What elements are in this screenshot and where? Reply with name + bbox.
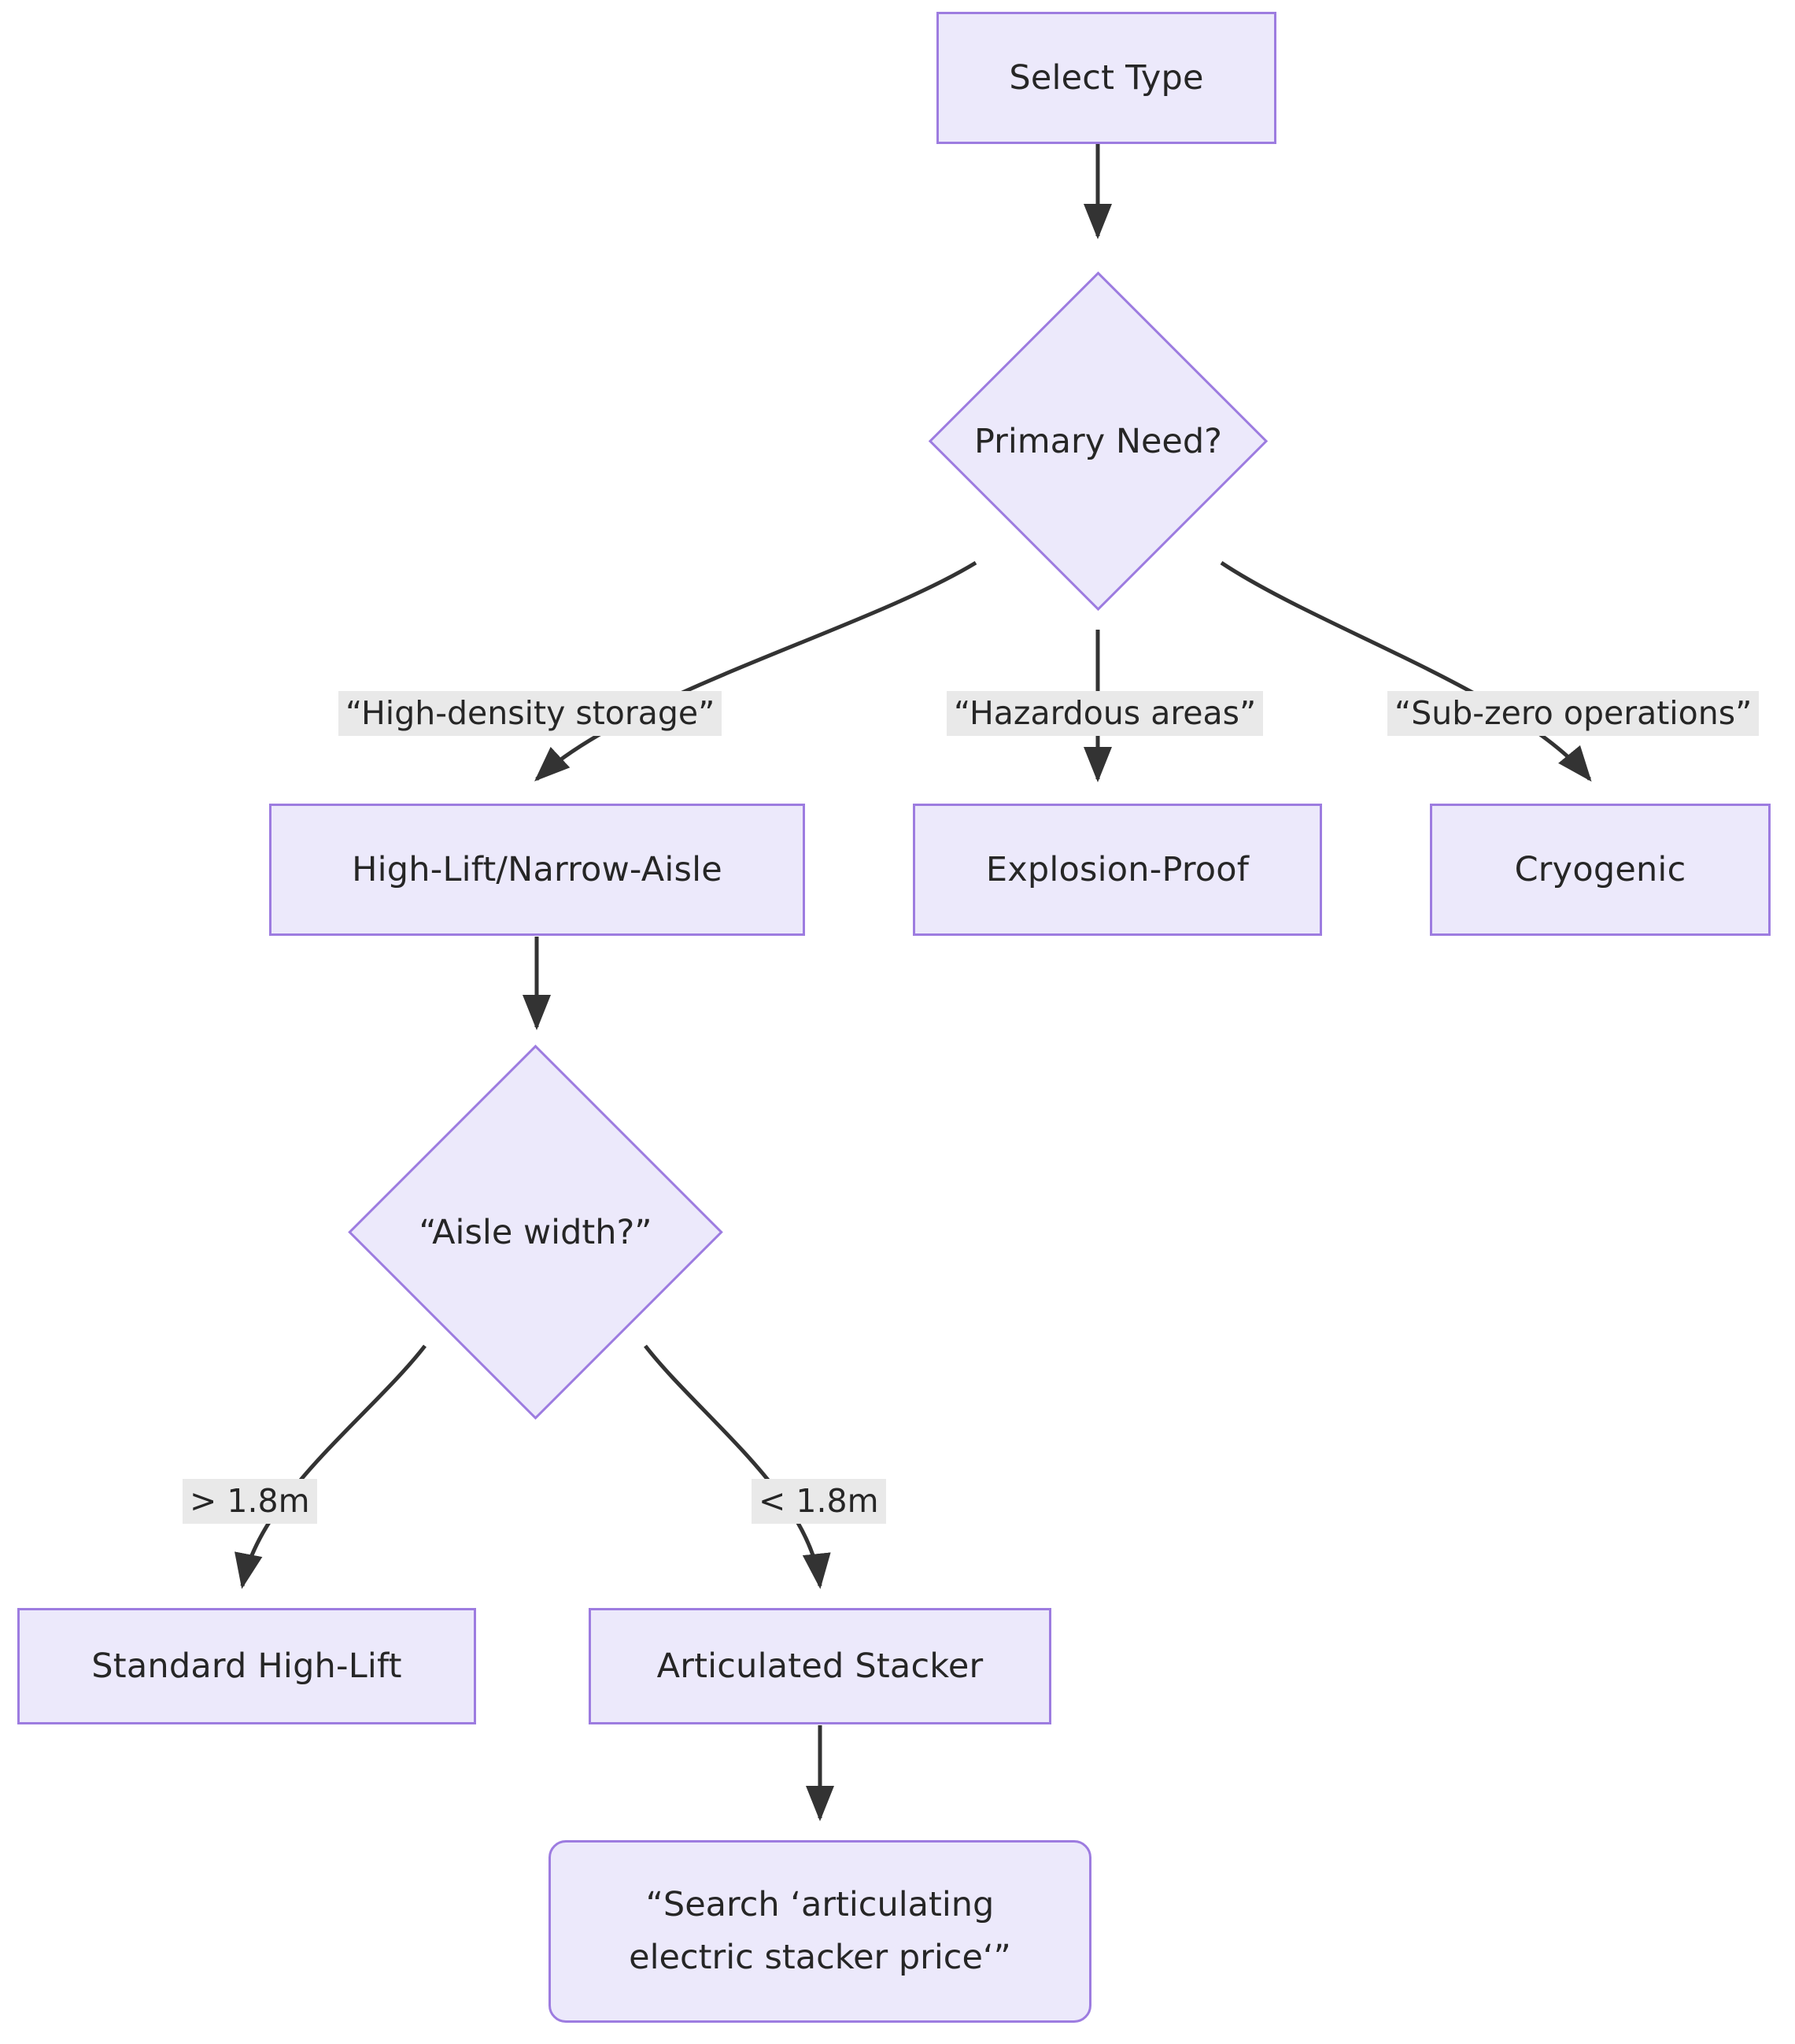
- node-articulated-stacker-label: Articulated Stacker: [656, 1647, 984, 1686]
- node-explosion-proof-label: Explosion-Proof: [985, 850, 1250, 889]
- node-search-query-line1: “Search ‘articulating: [645, 1885, 995, 1925]
- node-high-lift-narrow-aisle[interactable]: High-Lift/Narrow-Aisle: [269, 804, 805, 936]
- edge-label-hazardous-areas: “Hazardous areas”: [947, 691, 1264, 737]
- edge-primary-need-to-high-lift: [534, 560, 977, 782]
- edge-label-sub-zero-operations: “Sub-zero operations”: [1387, 691, 1760, 737]
- node-cryogenic-label: Cryogenic: [1514, 850, 1686, 889]
- node-aisle-width-label: “Aisle width?”: [419, 1212, 652, 1252]
- edge-label-greater-1-8m: > 1.8m: [183, 1479, 317, 1525]
- node-standard-high-lift[interactable]: Standard High-Lift: [17, 1608, 476, 1724]
- node-select-type[interactable]: Select Type: [936, 12, 1276, 144]
- node-search-query-line2: electric stacker price‘”: [629, 1938, 1011, 1977]
- node-high-lift-narrow-aisle-label: High-Lift/Narrow-Aisle: [352, 850, 722, 889]
- edge-label-less-1-8m: < 1.8m: [752, 1479, 886, 1525]
- node-explosion-proof[interactable]: Explosion-Proof: [913, 804, 1322, 936]
- edge-aisle-width-to-articulated-stacker: [644, 1344, 831, 1589]
- node-standard-high-lift-label: Standard High-Lift: [91, 1647, 402, 1686]
- edge-primary-need-to-cryogenic: [1220, 560, 1592, 782]
- edge-label-high-density-storage: “High-density storage”: [338, 691, 722, 737]
- edge-aisle-width-to-standard-high-lift: [235, 1344, 427, 1589]
- node-primary-need[interactable]: Primary Need?: [928, 271, 1269, 612]
- node-cryogenic[interactable]: Cryogenic: [1430, 804, 1771, 936]
- node-aisle-width[interactable]: “Aisle width?”: [348, 1044, 723, 1420]
- node-primary-need-label: Primary Need?: [973, 421, 1223, 461]
- node-search-query[interactable]: “Search ‘articulating electric stacker p…: [548, 1840, 1091, 2023]
- node-articulated-stacker[interactable]: Articulated Stacker: [589, 1608, 1051, 1724]
- node-select-type-label: Select Type: [1009, 58, 1204, 98]
